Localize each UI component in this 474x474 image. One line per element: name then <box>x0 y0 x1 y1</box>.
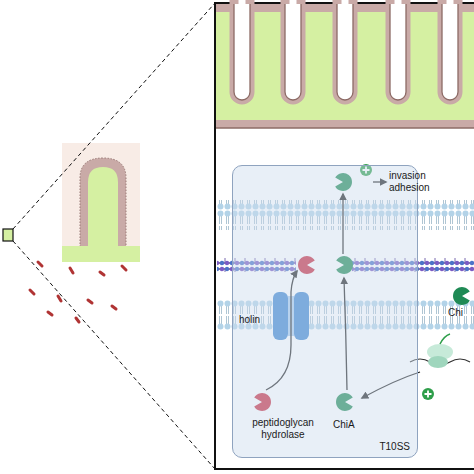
epithelium <box>216 0 474 128</box>
zoom-line <box>13 3 215 229</box>
protein-label: peptidoglycan hydrolase <box>235 416 331 441</box>
secretion-system-box: T10SS holin peptidoglycan hydrolase ChiA <box>232 165 418 458</box>
protein-name: holin <box>239 314 260 326</box>
zoom-box <box>3 229 13 241</box>
protein-name: ChiA <box>333 419 355 431</box>
protein-label: holin <box>237 313 262 327</box>
effect-label: invasion adhesion <box>389 170 451 194</box>
protein-name: Chi <box>448 307 463 319</box>
protein-label: ChiA <box>331 418 357 432</box>
bacteria <box>30 262 126 322</box>
system-name: T10SS <box>379 441 410 453</box>
zoom-line <box>13 241 215 469</box>
ribosome <box>410 334 470 368</box>
chia-icon <box>453 287 470 305</box>
protein-name: peptidoglycan hydrolase <box>237 417 329 440</box>
villus-base <box>62 246 140 262</box>
